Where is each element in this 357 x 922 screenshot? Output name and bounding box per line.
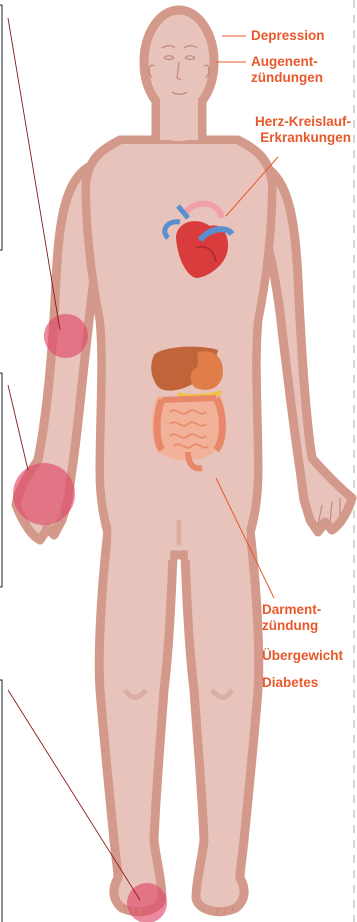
label-cardiovascular: Herz-Kreislauf- Erkrankungen xyxy=(255,114,351,146)
body-fill-overlay xyxy=(90,100,268,560)
right-leg xyxy=(184,530,259,912)
bracket-top xyxy=(0,5,2,250)
label-diabetes: Diabetes xyxy=(262,675,318,691)
label-overweight: Übergewicht xyxy=(262,648,343,664)
bracket-middle xyxy=(0,373,2,587)
label-depression: Depression xyxy=(251,28,325,44)
elbow-highlight xyxy=(44,314,88,358)
label-eye-inflammation: Augenent- zündungen xyxy=(251,54,323,86)
hand-highlight xyxy=(13,463,75,525)
bracket-bottom xyxy=(0,680,2,922)
label-bowel-inflammation: Darment- zündung xyxy=(262,602,321,634)
left-leg xyxy=(99,530,174,912)
